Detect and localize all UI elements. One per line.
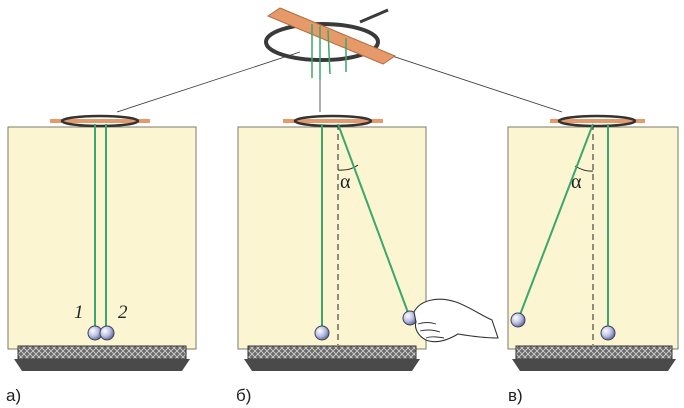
panel-v-label: в) — [508, 386, 523, 405]
ring — [60, 114, 140, 128]
panel-a: 1 2 а) — [6, 114, 197, 405]
ball-1-label: 1 — [74, 302, 84, 323]
ring — [557, 114, 637, 128]
angle-arc — [337, 164, 359, 171]
angle-label: α — [571, 171, 582, 193]
base-top — [515, 345, 673, 360]
base-foot — [244, 359, 420, 371]
panel-b-label: б) — [236, 386, 251, 405]
board — [7, 126, 197, 350]
base-top — [247, 345, 417, 360]
ball-2-label: 2 — [118, 302, 128, 323]
panel-v: α в) — [507, 114, 679, 405]
board — [237, 126, 427, 350]
leader-line-left — [116, 51, 301, 113]
ball-2 — [99, 325, 115, 341]
panel-a-label: а) — [6, 386, 21, 405]
angle-label: α — [340, 171, 351, 193]
ball-1 — [314, 325, 330, 341]
ball-1 — [510, 312, 526, 328]
ball-2 — [600, 325, 616, 341]
suspension-plank — [266, 7, 397, 65]
hand-icon — [413, 298, 499, 343]
panel-b: α б) — [236, 114, 499, 405]
suspension-ring — [264, 22, 380, 62]
thread-2 — [337, 123, 411, 319]
thread-1 — [517, 123, 594, 321]
suspension-detail — [116, 7, 563, 113]
base-foot — [14, 359, 190, 371]
ring-handle — [359, 8, 389, 24]
leader-line-right — [379, 51, 563, 113]
base-top — [17, 345, 187, 360]
base-foot — [512, 359, 676, 371]
ring — [293, 114, 373, 128]
